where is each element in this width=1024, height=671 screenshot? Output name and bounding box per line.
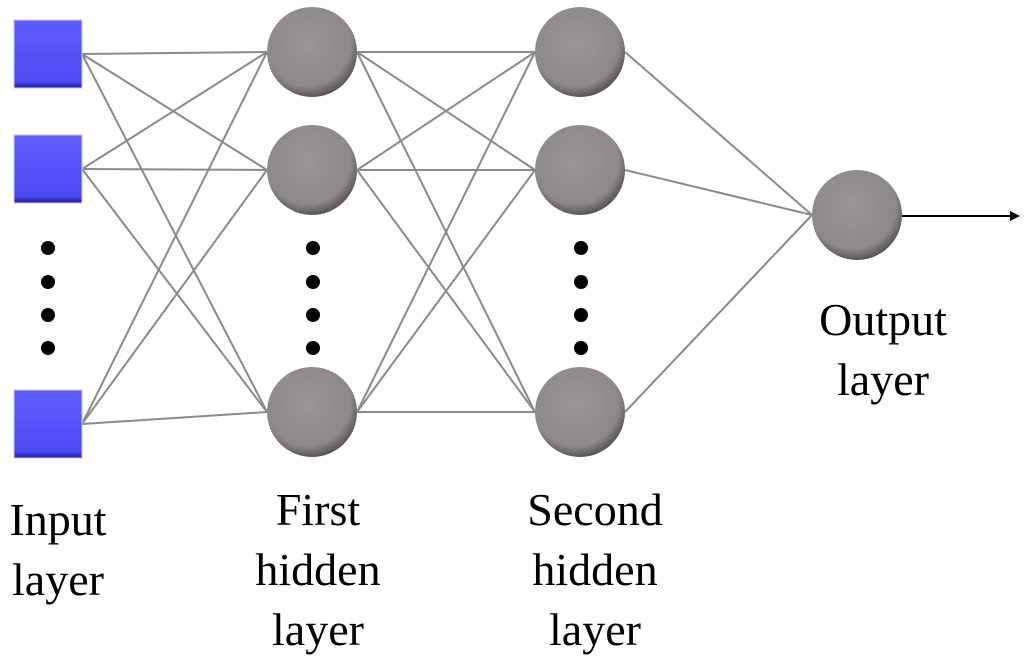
- hidden2-label-line-0: Second: [527, 484, 662, 535]
- hidden1-node-0: [267, 7, 357, 97]
- output-label-line-0: Output: [819, 294, 947, 345]
- edge-hidden2-0-output-0: [624, 51, 813, 216]
- hidden1-label-line-1: hidden: [255, 544, 380, 595]
- input-node-0: [13, 19, 83, 89]
- input-node-2: [13, 389, 83, 459]
- edge-input-2-hidden1-0: [81, 51, 268, 425]
- input-ellipsis-dot-3: [41, 341, 55, 355]
- hidden2-label-line-1: hidden: [532, 544, 657, 595]
- edge-input-1-hidden1-0: [81, 51, 268, 170]
- edge-hidden2-1-output-0: [624, 169, 813, 216]
- hidden1-label-line-0: First: [276, 484, 361, 535]
- connections: [81, 51, 1020, 425]
- hidden2-ellipsis-dot-1: [574, 275, 588, 289]
- input-label-line-0: Input: [9, 494, 106, 545]
- edge-hidden2-2-output-0: [624, 214, 813, 413]
- edge-input-2-hidden1-2: [81, 411, 268, 425]
- edge-hidden1-2-hidden2-0: [356, 51, 536, 413]
- edge-input-0-hidden1-1: [81, 53, 268, 171]
- hidden1-ellipsis-dot-2: [306, 308, 320, 322]
- input-label-line-1: layer: [12, 554, 104, 605]
- hidden2-node-2: [535, 367, 625, 457]
- hidden1-ellipsis-dot-1: [306, 275, 320, 289]
- hidden1-node-1: [267, 125, 357, 215]
- edge-input-0-hidden1-2: [81, 53, 268, 413]
- edge-input-2-hidden1-1: [81, 169, 268, 425]
- hidden2-ellipsis-dot-0: [574, 241, 588, 255]
- input-ellipsis-dot-2: [41, 308, 55, 322]
- input-ellipsis-dot-0: [41, 241, 55, 255]
- hidden2-label-line-2: layer: [549, 604, 641, 655]
- hidden2-ellipsis-dot-3: [574, 341, 588, 355]
- nodes: [13, 7, 902, 459]
- input-node-1: [13, 134, 83, 204]
- hidden1-node-2: [267, 367, 357, 457]
- layer-labels: InputlayerFirsthiddenlayerSecondhiddenla…: [9, 294, 947, 655]
- hidden2-node-1: [535, 125, 625, 215]
- edge-input-0-hidden1-0: [81, 51, 268, 55]
- output-label-line-1: layer: [837, 354, 929, 405]
- hidden1-ellipsis-dot-3: [306, 341, 320, 355]
- edge-input-1-hidden1-1: [81, 168, 268, 171]
- edge-hidden1-1-hidden2-0: [356, 51, 536, 171]
- hidden1-label-line-2: layer: [272, 604, 364, 655]
- hidden1-ellipsis-dot-0: [306, 241, 320, 255]
- edge-hidden1-2-hidden2-1: [356, 169, 536, 413]
- input-ellipsis-dot-1: [41, 275, 55, 289]
- output-node-0: [812, 170, 902, 260]
- hidden2-ellipsis-dot-2: [574, 308, 588, 322]
- edge-input-1-hidden1-2: [81, 168, 268, 413]
- ellipsis-dots: [41, 241, 588, 355]
- hidden2-node-0: [535, 7, 625, 97]
